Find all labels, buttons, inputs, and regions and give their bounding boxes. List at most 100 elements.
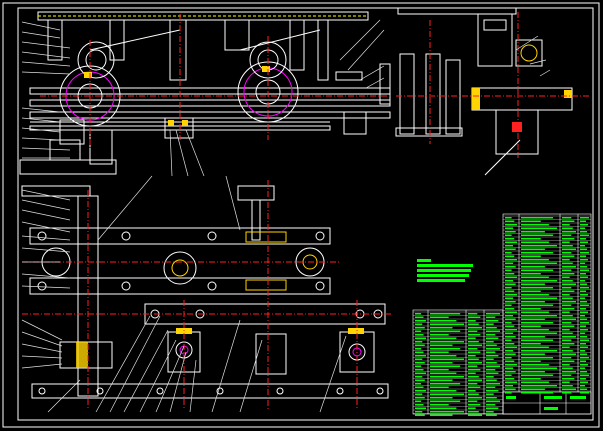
table-cell xyxy=(521,346,549,348)
table-cell xyxy=(580,360,586,362)
table-cell xyxy=(486,411,494,413)
table-cell xyxy=(521,252,553,254)
table-cell xyxy=(486,393,494,395)
table-cell xyxy=(562,374,572,376)
table-cell xyxy=(521,217,553,219)
table-cell xyxy=(580,252,589,254)
table-cell xyxy=(562,318,576,320)
table-cell xyxy=(580,273,586,275)
table-cell xyxy=(430,348,461,350)
table-cell xyxy=(486,407,499,409)
main-front-view[interactable] xyxy=(19,11,391,175)
table-cell xyxy=(505,262,513,264)
table-cell xyxy=(505,301,516,303)
table-cell xyxy=(505,287,512,289)
side-view-right[interactable] xyxy=(395,7,590,176)
table-cell xyxy=(521,220,541,222)
table-cell xyxy=(580,280,585,282)
table-cell xyxy=(430,372,457,374)
table-cell xyxy=(505,241,517,243)
table-cell xyxy=(415,330,422,332)
table-cell xyxy=(580,343,586,345)
table-cell xyxy=(415,379,425,381)
table-cell xyxy=(580,227,585,229)
table-cell xyxy=(580,301,587,303)
table-cell xyxy=(430,355,457,357)
table-cell xyxy=(468,365,478,367)
table-cell xyxy=(468,348,478,350)
table-cell xyxy=(562,231,576,233)
table-cell xyxy=(486,404,496,406)
table-cell xyxy=(580,304,589,306)
table-cell xyxy=(580,259,588,261)
table-cell xyxy=(415,358,423,360)
table-cell xyxy=(562,238,575,240)
table-cell xyxy=(430,393,464,395)
table-cell xyxy=(430,365,461,367)
table-cell xyxy=(468,379,482,381)
table-cell xyxy=(505,308,515,310)
table-cell xyxy=(521,273,541,275)
table-cell xyxy=(468,386,481,388)
table-cell xyxy=(505,245,513,247)
table-cell xyxy=(415,411,423,413)
table-cell xyxy=(580,367,585,369)
table-cell xyxy=(486,362,497,364)
table-cell xyxy=(580,220,586,222)
table-cell xyxy=(562,311,570,313)
table-cell xyxy=(521,297,557,299)
table-cell xyxy=(562,283,576,285)
table-cell xyxy=(580,322,589,324)
table-cell xyxy=(468,351,481,353)
table-cell xyxy=(521,269,553,271)
table-cell xyxy=(580,381,588,383)
table-cell xyxy=(580,315,585,317)
table-cell xyxy=(430,327,453,329)
table-cell xyxy=(521,315,557,317)
table-cell xyxy=(505,259,517,261)
table-cell xyxy=(415,344,425,346)
table-cell xyxy=(562,217,572,219)
table-cell xyxy=(486,327,497,329)
table-cell xyxy=(415,376,423,378)
table-cell xyxy=(430,351,449,353)
table-cell xyxy=(415,365,422,367)
table-cell xyxy=(521,357,553,359)
table-cell xyxy=(415,369,424,371)
table-cell xyxy=(430,341,464,343)
table-cell xyxy=(521,350,557,352)
table-cell xyxy=(580,290,586,292)
table-cell xyxy=(505,378,515,380)
table-cell xyxy=(562,273,575,275)
table-cell xyxy=(580,357,589,359)
table-cell xyxy=(430,323,464,325)
table-cell xyxy=(415,393,423,395)
table-cell xyxy=(521,255,541,257)
table-cell xyxy=(521,241,549,243)
table-cell xyxy=(580,266,587,268)
table-cell xyxy=(562,266,576,268)
table-cell xyxy=(562,224,570,226)
table-cell xyxy=(521,364,549,366)
table-cell xyxy=(430,330,461,332)
table-cell xyxy=(430,337,457,339)
table-cell xyxy=(562,343,575,345)
table-cell xyxy=(505,381,517,383)
table-cell xyxy=(430,358,464,360)
table-cell xyxy=(580,287,589,289)
table-cell xyxy=(562,367,573,369)
mechanism-plan-view[interactable] xyxy=(21,180,392,410)
table-cell xyxy=(468,341,479,343)
table-cell xyxy=(505,360,515,362)
table-cell xyxy=(521,385,557,387)
table-cell xyxy=(521,287,553,289)
table-cell xyxy=(415,400,422,402)
table-cell xyxy=(505,367,513,369)
table-cell xyxy=(430,344,453,346)
table-cell xyxy=(562,346,570,348)
table-cell xyxy=(521,304,553,306)
table-cell xyxy=(580,276,588,278)
table-cell xyxy=(468,411,479,413)
table-cell xyxy=(505,224,517,226)
